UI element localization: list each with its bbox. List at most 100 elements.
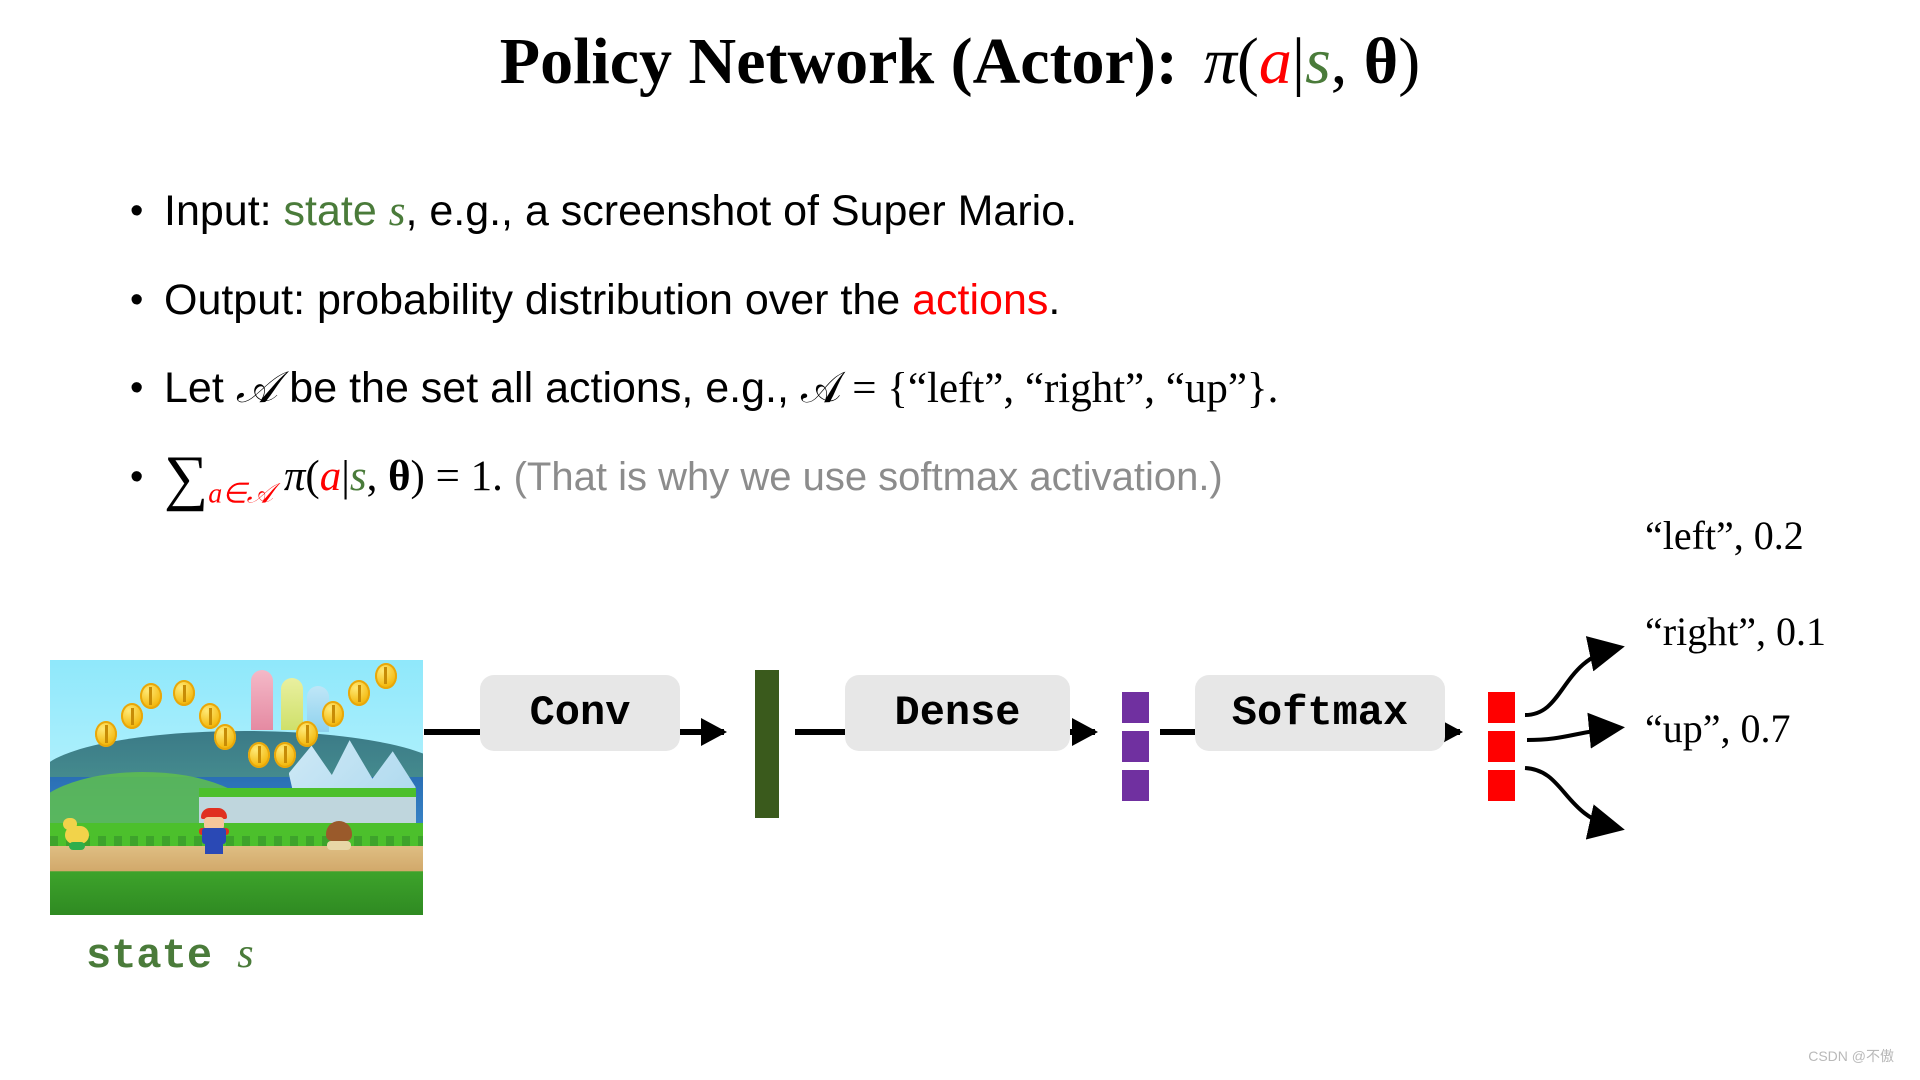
- norm-open-paren: (: [305, 453, 320, 500]
- norm-note: (That is why we use softmax activation.): [513, 455, 1223, 499]
- bullet-actionset-set: 𝒜 = {“left”, “right”, “up”}.: [800, 365, 1279, 412]
- mario-character: [199, 807, 230, 854]
- norm-state-symbol: s: [349, 453, 367, 500]
- koopa-enemy: [62, 818, 89, 851]
- output-unit: [1488, 692, 1515, 723]
- koopa-shell: [64, 826, 89, 845]
- formula-pi: π: [1203, 25, 1237, 98]
- norm-pi: π: [283, 453, 306, 500]
- bullet-item-output: • Output: probability distribution over …: [130, 274, 1770, 326]
- curve-to-left-output: [1524, 636, 1625, 717]
- formula-action-symbol: a: [1258, 25, 1292, 98]
- coin-icon: [173, 680, 196, 707]
- norm-theta-symbol: θ: [388, 453, 411, 500]
- output-unit: [1488, 770, 1515, 801]
- coin-icon: [247, 741, 270, 768]
- bullet-marker: •: [130, 367, 144, 409]
- mario-state-screenshot: [50, 660, 423, 915]
- norm-close-paren: ): [410, 453, 425, 500]
- ground-tiles: [50, 823, 423, 915]
- bullet-output-actions-word: actions: [912, 276, 1049, 324]
- output-unit: [1488, 731, 1515, 762]
- bullet-actionset-text: Let 𝒜 be the set all actions, e.g., 𝒜 = …: [164, 362, 1278, 415]
- coin-icon: [139, 682, 162, 709]
- bullet-input-suffix: , e.g., a screenshot of Super Mario.: [405, 187, 1078, 235]
- watermark: CSDN @不傲: [1808, 1048, 1894, 1064]
- coin-icon: [273, 741, 296, 768]
- bullet-item-actionset: • Let 𝒜 be the set all actions, e.g., 𝒜 …: [130, 362, 1770, 415]
- formula-close-paren: ): [1398, 25, 1421, 98]
- formula-state-symbol: s: [1305, 25, 1331, 98]
- coin-icon: [214, 723, 237, 750]
- coin-icon: [199, 703, 222, 730]
- title-text: Policy Network (Actor):: [499, 25, 1178, 98]
- bullet-output-text: Output: probability distribution over th…: [164, 274, 1060, 326]
- koopa-feet: [68, 842, 85, 851]
- coin-icon: [94, 721, 117, 748]
- bullet-input-prefix: Input:: [164, 187, 284, 235]
- curve-to-up-output: [1524, 766, 1625, 840]
- sum-subscript-a: a: [208, 478, 223, 510]
- bullet-marker: •: [130, 456, 144, 498]
- norm-comma: ,: [366, 453, 389, 500]
- layer-box-conv[interactable]: Conv: [480, 675, 680, 751]
- hidden-unit: [1122, 692, 1149, 723]
- state-caption: state s: [86, 930, 254, 980]
- page-title: Policy Network (Actor):π(a|s, θ): [0, 24, 1920, 100]
- coin-icon: [348, 680, 371, 707]
- state-caption-symbol: s: [237, 931, 254, 977]
- bullet-output-period: .: [1048, 276, 1061, 324]
- output-label-right: “right”, 0.1: [1645, 609, 1827, 654]
- tower-decoration: [251, 670, 274, 731]
- mario-cap: [201, 807, 228, 819]
- goomba-enemy: [326, 820, 353, 851]
- coin-icon: [322, 700, 345, 727]
- bullet-normalization-text: ∑a∈𝒜 π(a|s, θ) = 1. (That is why we use …: [164, 447, 1223, 521]
- coin-icon: [296, 721, 319, 748]
- norm-bar: |: [341, 453, 350, 500]
- formula-open-paren: (: [1236, 25, 1259, 98]
- formula-theta-symbol: θ: [1363, 25, 1399, 98]
- bullet-input-state-word: state: [283, 187, 389, 235]
- output-connector-curves: [1524, 636, 1625, 840]
- bullet-actionset-middle: be the set all actions, e.g.,: [277, 364, 801, 412]
- bullet-list: • Input: state s, e.g., a screenshot of …: [130, 185, 1770, 521]
- layer-box-dense[interactable]: Dense: [845, 675, 1070, 751]
- sum-subscript-in: ∈: [222, 478, 247, 510]
- bullet-output-prefix: Output: probability distribution over th…: [164, 276, 913, 324]
- bullet-item-normalization: • ∑a∈𝒜 π(a|s, θ) = 1. (That is why we us…: [130, 447, 1770, 521]
- mario-overalls: [202, 827, 227, 844]
- bullet-actionset-prefix: Let: [164, 364, 236, 412]
- output-units-stack: [1488, 692, 1515, 801]
- sum-subscript-setA: 𝒜: [246, 478, 274, 510]
- bullet-input-text: Input: state s, e.g., a screenshot of Su…: [164, 185, 1077, 238]
- policy-network-diagram: state s Conv Dense Softmax: [0, 513, 1920, 980]
- conv-feature-bar: [755, 670, 779, 818]
- calligraphic-a-icon: 𝒜: [235, 363, 278, 412]
- hidden-units-stack: [1122, 692, 1149, 801]
- output-label-up: “up”, 0.7: [1645, 706, 1791, 751]
- bullet-input-state-symbol: s: [388, 188, 406, 235]
- formula-bar: |: [1291, 25, 1306, 98]
- curve-to-right-output: [1526, 712, 1625, 749]
- norm-equals-one: = 1.: [424, 453, 514, 500]
- coin-icon: [120, 703, 143, 730]
- goomba-feet: [327, 840, 352, 850]
- output-label-left: “left”, 0.2: [1645, 513, 1804, 558]
- bullet-item-input: • Input: state s, e.g., a screenshot of …: [130, 185, 1770, 238]
- hidden-unit: [1122, 770, 1149, 801]
- tower-decoration: [281, 677, 304, 730]
- title-formula: π(a|s, θ): [1178, 25, 1420, 98]
- sum-icon: ∑: [164, 444, 209, 512]
- hidden-unit: [1122, 731, 1149, 762]
- bullet-marker: •: [130, 190, 144, 232]
- mario-face: [204, 816, 225, 830]
- formula-comma: ,: [1330, 25, 1364, 98]
- layer-box-softmax[interactable]: Softmax: [1195, 675, 1445, 751]
- state-caption-word: state: [86, 932, 213, 980]
- norm-action-symbol: a: [319, 453, 342, 500]
- goomba-head: [326, 820, 353, 841]
- bullet-marker: •: [130, 279, 144, 321]
- mario-legs: [205, 842, 224, 854]
